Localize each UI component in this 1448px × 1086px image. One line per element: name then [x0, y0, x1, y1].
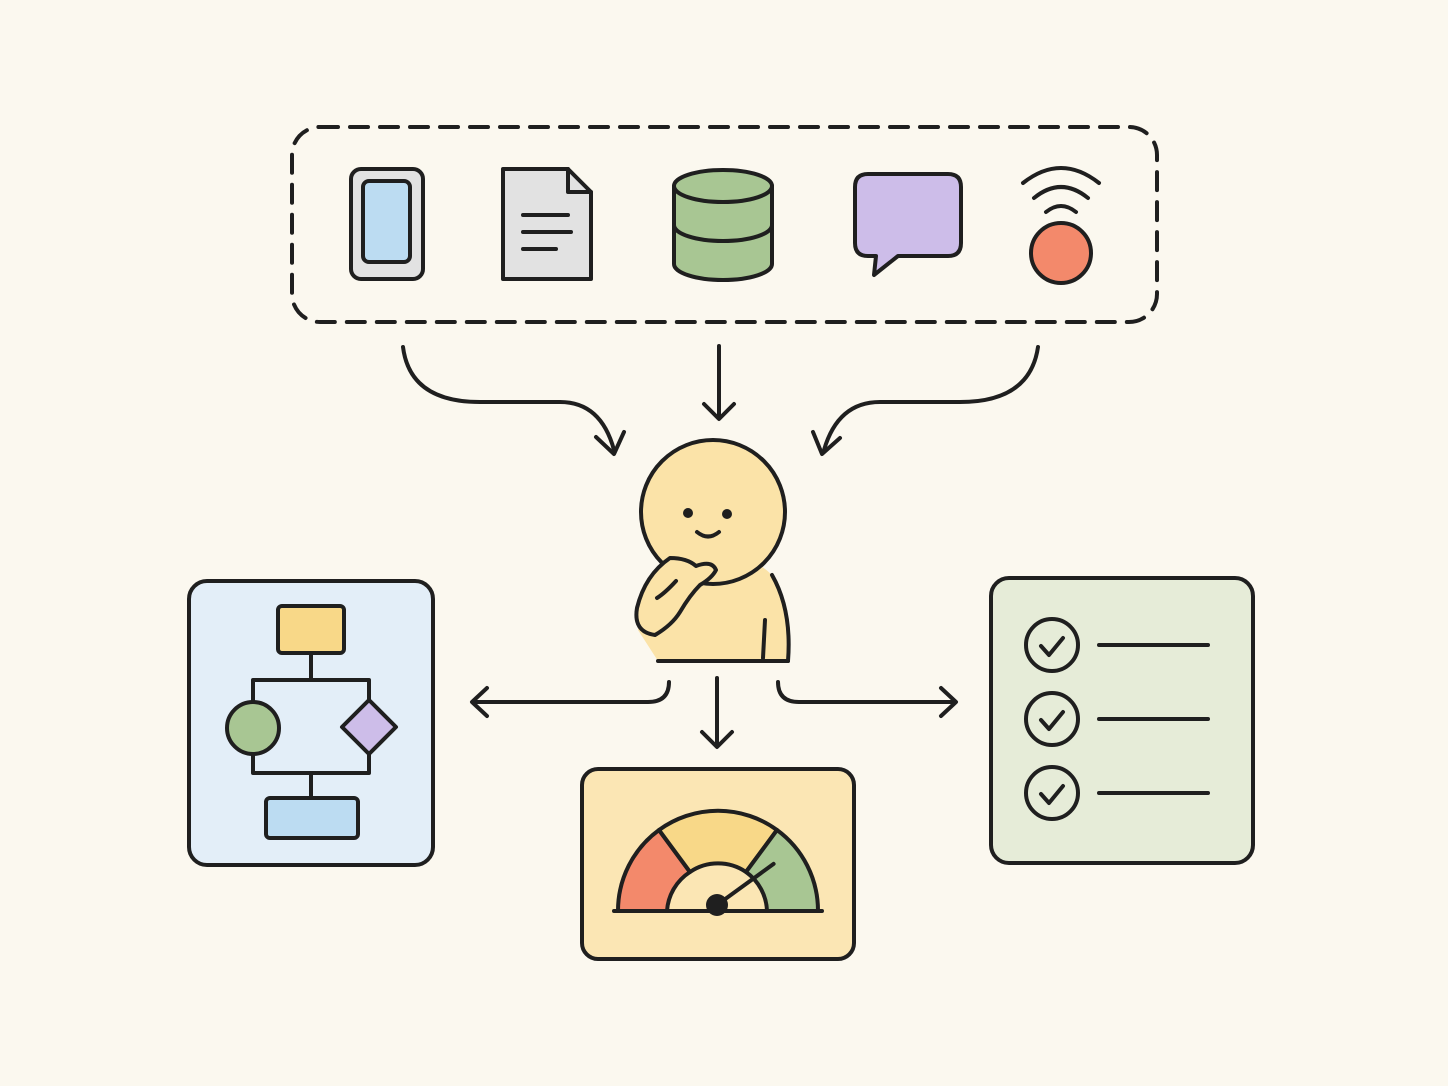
speedometer-gauge-icon: [580, 767, 856, 961]
arrow-right-input: [822, 345, 1040, 452]
arrow-left-input-head: [594, 430, 626, 456]
database-icon: [672, 168, 774, 282]
output-arrows: [470, 676, 958, 749]
arrow-to-flowchart: [471, 680, 671, 704]
checklist-item: [1024, 691, 1210, 747]
thinking-person-icon: [634, 438, 791, 663]
flowchart-icon: [187, 579, 435, 867]
arrow-to-checklist-head: [939, 686, 958, 718]
arrow-left-input: [401, 345, 616, 452]
checklist-icon: [989, 576, 1255, 865]
input-arrows: [401, 344, 1040, 456]
data-sources-group: [290, 125, 1159, 324]
arrow-center-input-head: [702, 402, 736, 421]
chat-bubble-icon: [853, 172, 963, 277]
arrow-to-gauge-head: [700, 730, 734, 749]
gauge-segment-mid: [657, 808, 779, 874]
arrow-to-checklist: [776, 680, 957, 704]
flowchart-start-box: [276, 604, 346, 655]
flowchart-circle-node: [225, 700, 281, 756]
sensor-signal-icon: [1021, 166, 1101, 285]
gauge-needle: [715, 861, 776, 907]
checklist-item: [1024, 765, 1210, 821]
arrow-right-input-head: [811, 430, 842, 456]
checklist-item: [1024, 617, 1210, 673]
flowchart-end-box: [264, 796, 360, 840]
flowchart-decision-node: [340, 698, 398, 756]
arrow-to-flowchart-head: [470, 686, 489, 718]
document-icon: [501, 167, 593, 281]
gauge-hub: [706, 894, 728, 916]
flowchart-panel: [187, 579, 435, 867]
mobile-phone-icon: [349, 167, 425, 281]
